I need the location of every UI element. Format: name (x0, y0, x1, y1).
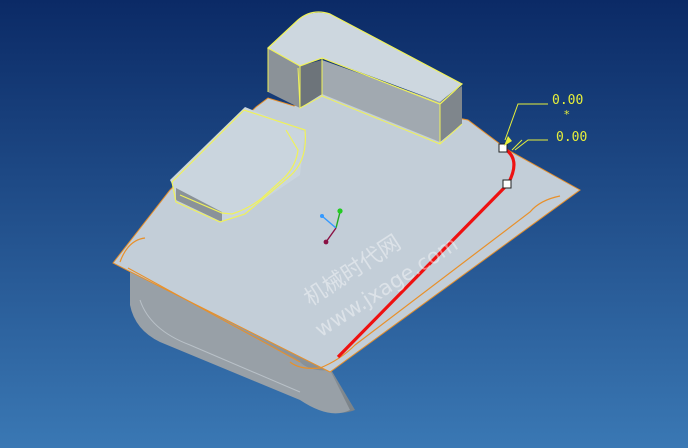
dimension-tick (511, 139, 523, 151)
corner-edge-left (119, 237, 146, 263)
boss-top-face (268, 12, 462, 103)
pocket-block[interactable] (170, 107, 307, 223)
boss-bottom-outline (297, 67, 463, 145)
dimension-arrow-1 (504, 136, 512, 146)
base-fillet-highlight (139, 299, 301, 393)
dimension-annotations: 0.00 * 0.00 (504, 93, 587, 151)
drag-handle-icon[interactable] (498, 143, 508, 153)
dimension-marker: * (564, 108, 570, 121)
boss-top-outline (266, 11, 464, 105)
dimension-leader-1 (504, 103, 548, 141)
chamfer-edge-front (289, 195, 561, 369)
selected-edge-line (336, 182, 510, 359)
boss-front-face (322, 60, 440, 142)
coordinate-system-icon (320, 208, 343, 245)
base-front-edge (127, 267, 301, 363)
dimension-value-1[interactable]: 0.00 (552, 93, 583, 108)
dimension-leader-2 (514, 139, 548, 151)
dimension-value-2[interactable]: 0.00 (556, 130, 587, 145)
drag-handle-icon[interactable] (502, 179, 512, 189)
pocket-outline-inner (179, 129, 299, 215)
pocket-side-face (176, 188, 222, 222)
boss-left-face (268, 48, 300, 108)
boss-vertical-edges (267, 48, 441, 144)
l-boss[interactable] (266, 11, 464, 145)
pocket-top-face (170, 107, 305, 222)
boss-inner-face-a (300, 60, 322, 108)
base-side-wall (130, 262, 350, 414)
pocket-outline-outer (171, 109, 307, 223)
boss-right-face (440, 86, 462, 142)
